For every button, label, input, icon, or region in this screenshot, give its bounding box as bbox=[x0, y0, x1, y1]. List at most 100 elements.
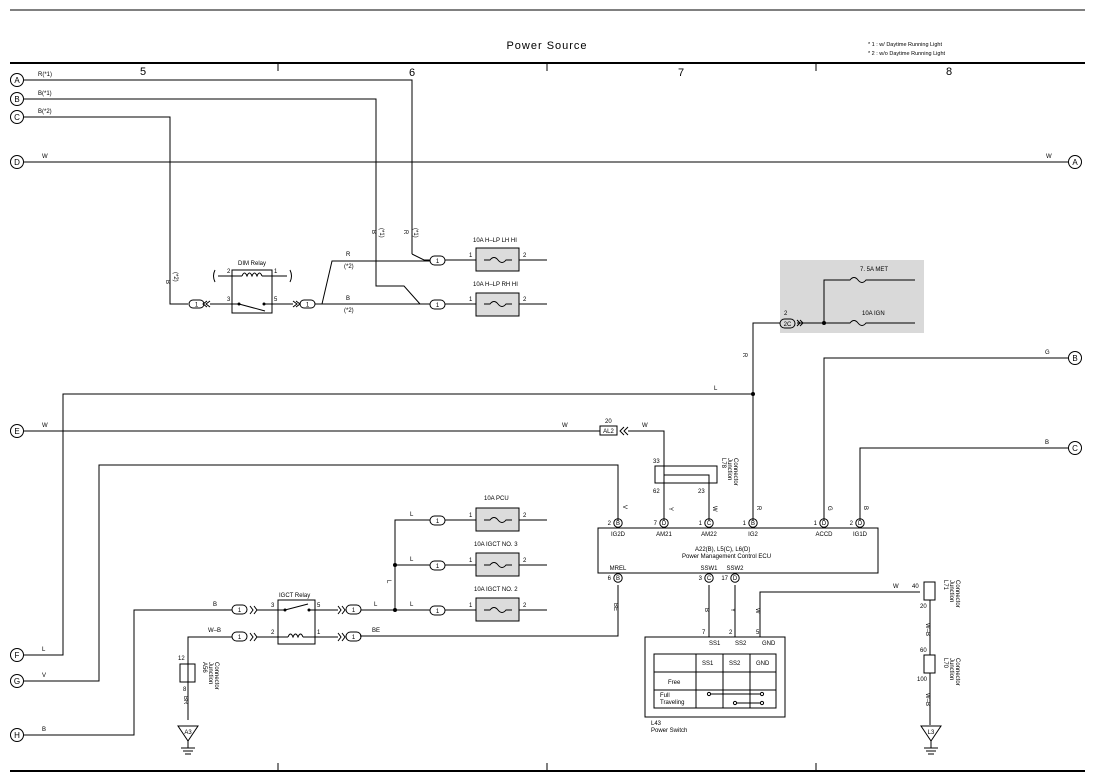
svg-text:1: 1 bbox=[469, 297, 473, 303]
svg-text:1: 1 bbox=[436, 303, 440, 309]
column-number: 5 bbox=[140, 66, 146, 78]
svg-text:10A IGN: 10A IGN bbox=[862, 311, 885, 317]
wire-label: B bbox=[164, 280, 170, 284]
wire-label: L bbox=[410, 557, 414, 563]
igct-connector-out-2: 1 bbox=[337, 631, 362, 642]
wire-label: B(*1) bbox=[38, 91, 52, 97]
svg-text:AL2: AL2 bbox=[603, 429, 614, 435]
igct-relay-box bbox=[277, 599, 316, 645]
svg-text:10A IGCT NO. 3: 10A IGCT NO. 3 bbox=[474, 542, 518, 548]
svg-text:L3: L3 bbox=[928, 730, 935, 736]
svg-text:L78: L78 bbox=[720, 458, 726, 469]
wire-label: V bbox=[42, 673, 46, 679]
igct-connector-in-2: 1 bbox=[231, 631, 258, 642]
relay-pin: 5 bbox=[317, 603, 321, 609]
svg-text:7: 7 bbox=[702, 630, 706, 636]
svg-text:10A IGCT NO. 2: 10A IGCT NO. 2 bbox=[474, 587, 518, 593]
wire-label: L bbox=[714, 386, 718, 392]
wire-label: L bbox=[385, 580, 391, 584]
fuse-met: 7. 5A MET bbox=[823, 267, 915, 323]
svg-text:2: 2 bbox=[784, 311, 788, 317]
ecu-pin-name: IG2 bbox=[748, 532, 758, 538]
ecu-pin-top: C1 bbox=[699, 518, 714, 528]
wire-g bbox=[24, 464, 619, 682]
svg-text:E: E bbox=[14, 427, 19, 436]
wire-l-bus bbox=[394, 519, 430, 610]
wire-label: L bbox=[374, 602, 378, 608]
wire-a-bend bbox=[411, 253, 430, 261]
wire-label: R bbox=[402, 230, 408, 235]
splice bbox=[393, 563, 397, 567]
wire-c bbox=[24, 116, 188, 305]
wire-label: L bbox=[42, 647, 46, 653]
svg-text:Power Switch: Power Switch bbox=[651, 728, 687, 734]
connector-right-a: A bbox=[1068, 155, 1082, 169]
wire-mrel bbox=[360, 585, 619, 637]
connector-d: D bbox=[10, 155, 24, 169]
svg-text:2: 2 bbox=[729, 630, 733, 636]
svg-text:20: 20 bbox=[920, 604, 927, 610]
svg-text:2C: 2C bbox=[784, 322, 792, 328]
dim-connector-left: 1 bbox=[188, 299, 211, 309]
svg-text:2: 2 bbox=[523, 253, 527, 259]
svg-text:Junction: Junction bbox=[948, 580, 954, 602]
ecu-pin-bottom: B6 bbox=[608, 573, 623, 583]
ground-l3: L3 bbox=[920, 725, 942, 755]
wire-label: R bbox=[346, 252, 351, 258]
wire-a bbox=[24, 79, 413, 254]
wire-f bbox=[24, 393, 753, 656]
svg-text:A56: A56 bbox=[201, 662, 207, 673]
svg-text:1: 1 bbox=[469, 603, 473, 609]
svg-text:20: 20 bbox=[605, 419, 612, 425]
svg-text:12: 12 bbox=[178, 656, 185, 662]
svg-text:2: 2 bbox=[608, 521, 612, 527]
relay-pin: 1 bbox=[274, 269, 278, 275]
svg-text:1: 1 bbox=[814, 521, 818, 527]
svg-text:5: 5 bbox=[756, 630, 760, 636]
svg-text:C: C bbox=[707, 521, 712, 527]
splice bbox=[393, 608, 397, 612]
wire-ig2 bbox=[752, 322, 780, 521]
svg-text:23: 23 bbox=[698, 489, 705, 495]
svg-text:33: 33 bbox=[653, 459, 660, 465]
svg-text:7. 5A MET: 7. 5A MET bbox=[860, 267, 888, 273]
ecu-pin-name: IG1D bbox=[853, 532, 868, 538]
svg-text:GND: GND bbox=[756, 661, 770, 667]
ecu-pin-name: AM22 bbox=[701, 532, 717, 538]
connector-right-b: B bbox=[1068, 351, 1082, 365]
svg-text:1: 1 bbox=[469, 513, 473, 519]
svg-text:Connector: Connector bbox=[954, 580, 960, 608]
svg-text:1: 1 bbox=[306, 303, 310, 309]
ecu-box bbox=[597, 527, 879, 574]
wire-e-to-l78 bbox=[628, 430, 665, 460]
svg-text:62: 62 bbox=[653, 489, 660, 495]
wire-label: G bbox=[1045, 350, 1050, 356]
ecu-pin-name: SSW2 bbox=[726, 566, 744, 572]
junction-l71: 40 20 L71 Junction Connector bbox=[912, 580, 960, 610]
wire-a56 bbox=[187, 636, 232, 720]
svg-text:C: C bbox=[1072, 444, 1078, 453]
wire-label: B bbox=[1045, 440, 1049, 446]
svg-text:1: 1 bbox=[436, 564, 440, 570]
fuse-igct2: 1 10A IGCT NO. 2 1 2 bbox=[429, 587, 547, 622]
igct-connector-out-1: 1 bbox=[337, 604, 362, 615]
ground-a3: A3 bbox=[177, 725, 199, 755]
svg-text:1: 1 bbox=[352, 608, 356, 614]
svg-text:SS1: SS1 bbox=[709, 641, 721, 647]
wire-label: B bbox=[862, 506, 868, 510]
svg-text:10A H–LP LH HI: 10A H–LP LH HI bbox=[473, 238, 517, 244]
ecu-pin-name: ACCD bbox=[815, 532, 833, 538]
wire-label: B bbox=[703, 608, 709, 612]
svg-text:B: B bbox=[14, 95, 19, 104]
connector-b: B bbox=[10, 92, 24, 106]
svg-text:D: D bbox=[14, 158, 20, 167]
dim-relay-box bbox=[231, 269, 273, 314]
svg-text:100: 100 bbox=[917, 677, 928, 683]
connector-f: F bbox=[10, 648, 24, 662]
svg-text:Connector: Connector bbox=[213, 662, 219, 690]
wire-label: Y bbox=[667, 507, 673, 511]
note-2: * 2 : w/o Daytime Running Light bbox=[868, 51, 946, 57]
connector-a: A bbox=[10, 73, 24, 87]
relay-pin: 5 bbox=[274, 297, 278, 303]
